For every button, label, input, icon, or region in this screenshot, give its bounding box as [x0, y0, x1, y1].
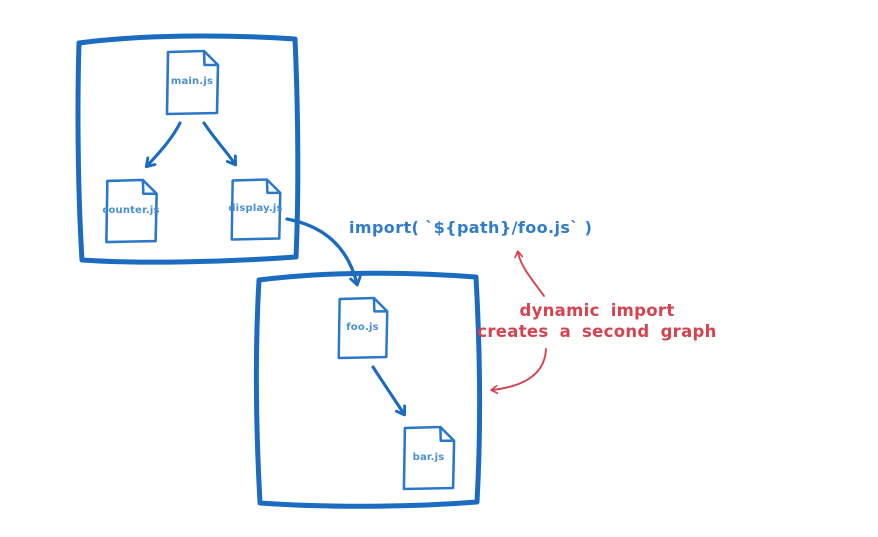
annotation-line2: creates a second graph — [477, 322, 717, 341]
edge-foo-to-bar-arrow — [371, 365, 406, 417]
graph2-box — [253, 270, 483, 509]
file-icon — [230, 178, 282, 241]
file-node-counter-js: counter.js — [100, 177, 162, 245]
file-label-counter-js: counter.js — [102, 204, 160, 216]
file-label-display-js: display.js — [228, 203, 283, 215]
file-label-bar-js: bar.js — [412, 451, 445, 463]
file-node-bar-js: bar.js — [398, 424, 459, 492]
dynamic-import-code-text: import( `${path}/foo.js` ) — [349, 218, 593, 237]
file-icon — [105, 178, 158, 244]
file-label-foo-js: foo.js — [346, 321, 379, 333]
file-icon — [402, 425, 456, 491]
file-node-display-js: display.js — [226, 176, 285, 243]
file-icon — [337, 296, 389, 360]
edge-display-to-foo-dynamic-import-arrow — [285, 217, 362, 287]
file-node-main-js: main.js — [161, 48, 223, 117]
annotation-arrow-to-second-graph — [490, 348, 547, 394]
file-node-foo-js: foo.js — [333, 294, 392, 362]
edge-main-to-display-arrow — [202, 121, 238, 167]
file-label-main-js: main.js — [170, 76, 214, 88]
graph1-box — [75, 33, 301, 265]
edge-main-to-counter-arrow — [144, 121, 182, 169]
annotation-text: dynamic import creates a second graph — [468, 300, 726, 342]
annotation-line1: dynamic import — [519, 301, 675, 320]
file-icon — [165, 49, 220, 116]
annotation-arrow-to-import-code — [514, 250, 545, 297]
